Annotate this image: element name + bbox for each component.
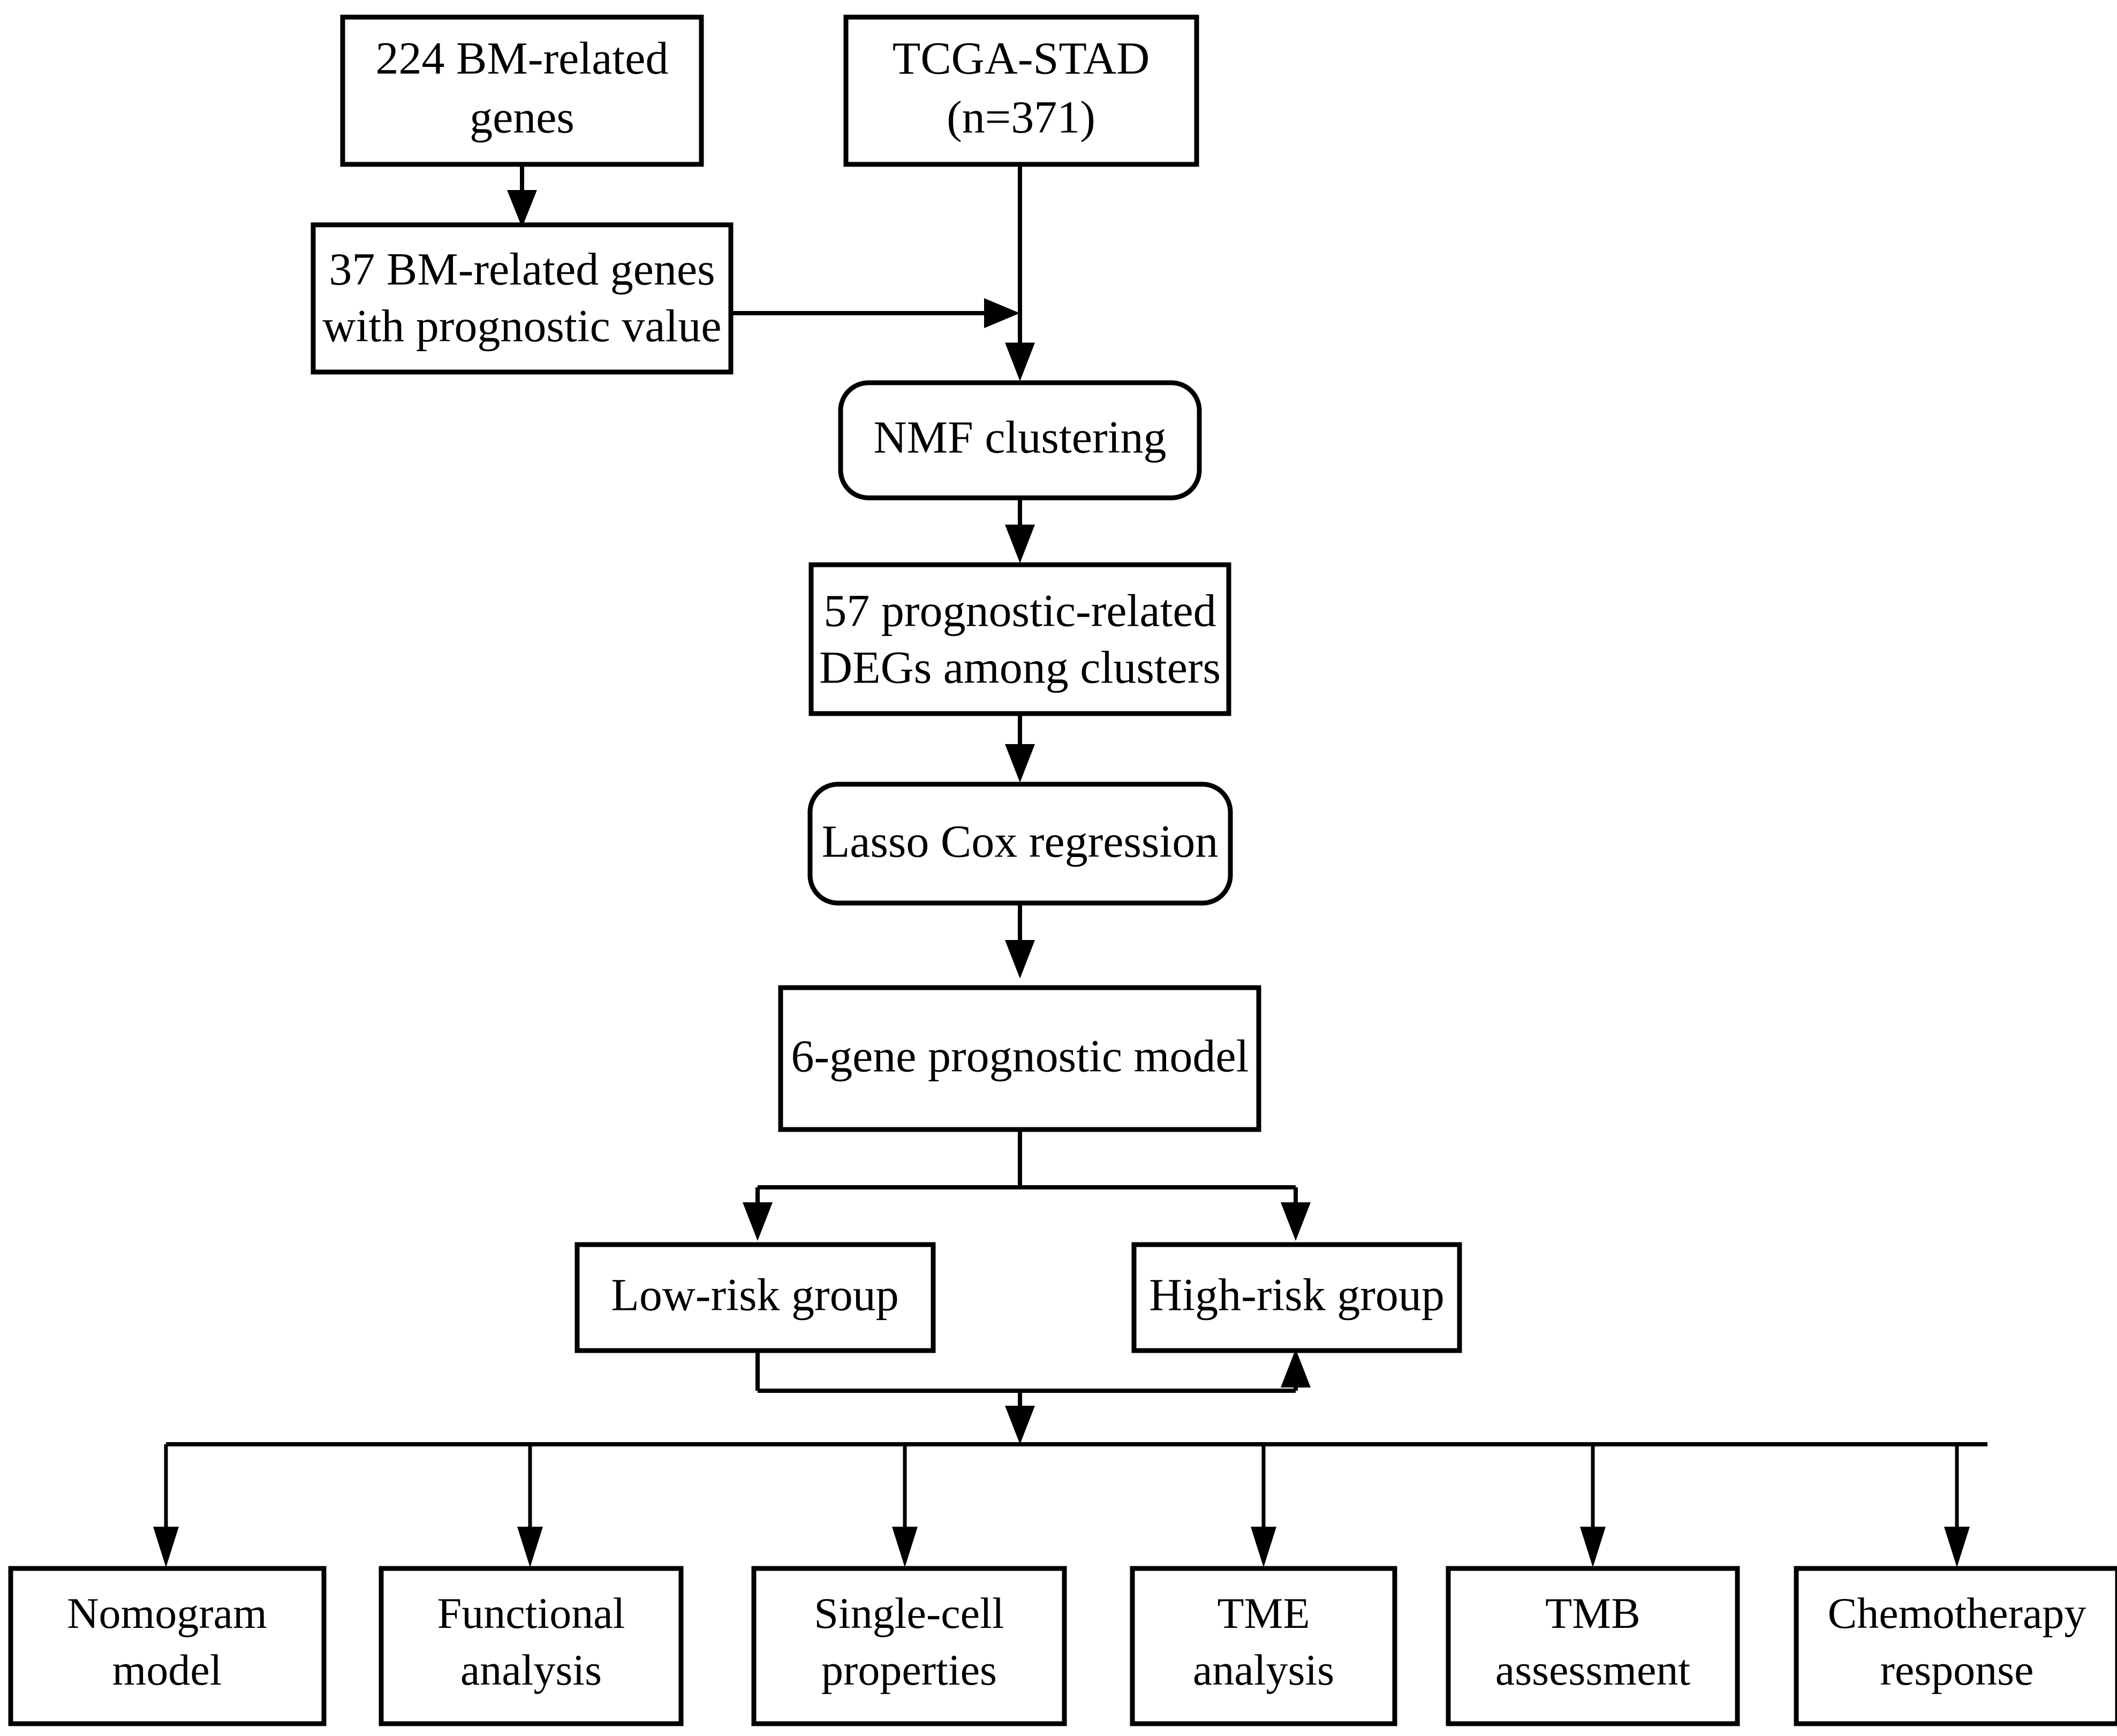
edge-nmf-to-degs (1005, 495, 1035, 563)
node-nomogram-model[interactable]: Nomogram model (8, 1566, 327, 1726)
edge-degs-to-lasso (1005, 712, 1035, 783)
edge-37genes-to-tcga-line (731, 298, 1020, 328)
node-nomogram-model-line2: model (112, 1646, 222, 1694)
node-chemotherapy-response-line1: Chemotherapy (1828, 1589, 2086, 1638)
edge-lowrisk-to-highrisk (755, 1349, 1311, 1393)
node-tme-analysis-line1: TME (1217, 1589, 1310, 1638)
node-functional-analysis[interactable]: Functional analysis (379, 1566, 684, 1726)
node-functional-analysis-line1: Functional (437, 1589, 625, 1638)
node-single-cell-properties-line1: Single-cell (814, 1589, 1004, 1638)
node-6-gene-prognostic-model[interactable]: 6-gene prognostic model (778, 985, 1261, 1132)
node-57-degs-line2: DEGs among clusters (819, 642, 1221, 693)
edge-bus-to-single-cell (892, 1444, 918, 1567)
node-37-bm-related-genes-line1: 37 BM-related genes (329, 244, 715, 295)
node-6-gene-prognostic-model-label: 6-gene prognostic model (791, 1030, 1249, 1082)
edge-model-to-risk-groups (743, 1129, 1311, 1241)
node-nmf-clustering-label: NMF clustering (873, 412, 1166, 463)
node-nomogram-model-line1: Nomogram (67, 1589, 267, 1638)
node-224-bm-related-genes-line1: 224 BM-related (376, 33, 669, 84)
node-single-cell-properties-line2: properties (821, 1646, 997, 1694)
node-tmb-assessment-line1: TMB (1545, 1589, 1640, 1638)
node-chemotherapy-response-line2: response (1880, 1646, 2034, 1694)
node-nmf-clustering[interactable]: NMF clustering (838, 380, 1202, 501)
node-tmb-assessment[interactable]: TMB assessment (1446, 1566, 1740, 1726)
node-high-risk-group[interactable]: High-risk group (1131, 1242, 1462, 1353)
edge-bus-to-tme (1251, 1444, 1276, 1567)
node-57-degs-line1: 57 prognostic-related (823, 585, 1216, 636)
node-tcga-stad[interactable]: TCGA-STAD (n=371) (843, 14, 1199, 167)
edge-tcga-to-nmf (1005, 163, 1035, 381)
node-57-degs[interactable]: 57 prognostic-related DEGs among cluster… (808, 562, 1231, 716)
node-low-risk-group[interactable]: Low-risk group (574, 1242, 936, 1353)
node-37-bm-related-genes[interactable]: 37 BM-related genes with prognostic valu… (311, 222, 734, 375)
edge-224genes-to-37genes (507, 163, 537, 228)
node-functional-analysis-line2: analysis (460, 1646, 602, 1694)
edge-bus-to-nomogram (153, 1444, 179, 1567)
node-tmb-assessment-line2: assessment (1495, 1646, 1691, 1694)
edge-risk-groups-to-bus (166, 1391, 1987, 1446)
node-tcga-stad-line2: (n=371) (947, 92, 1095, 143)
node-single-cell-properties[interactable]: Single-cell properties (751, 1566, 1067, 1726)
edge-bus-to-tmb (1580, 1444, 1606, 1567)
node-low-risk-group-label: Low-risk group (611, 1269, 898, 1321)
node-lasso-cox-regression-label: Lasso Cox regression (822, 816, 1218, 867)
node-lasso-cox-regression[interactable]: Lasso Cox regression (807, 782, 1233, 906)
node-224-bm-related-genes-line2: genes (470, 92, 574, 143)
edge-lasso-to-model (1005, 905, 1035, 979)
node-tcga-stad-line1: TCGA-STAD (893, 33, 1150, 84)
node-tme-analysis-line2: analysis (1193, 1646, 1334, 1694)
edge-bus-to-functional (517, 1444, 543, 1567)
node-37-bm-related-genes-line2: with prognostic value (322, 300, 721, 352)
node-tme-analysis[interactable]: TME analysis (1130, 1566, 1397, 1726)
edge-bus-to-chemo (1944, 1444, 1970, 1567)
node-224-bm-related-genes[interactable]: 224 BM-related genes (340, 14, 704, 167)
node-high-risk-group-label: High-risk group (1149, 1269, 1445, 1321)
node-chemotherapy-response[interactable]: Chemotherapy response (1794, 1566, 2117, 1726)
